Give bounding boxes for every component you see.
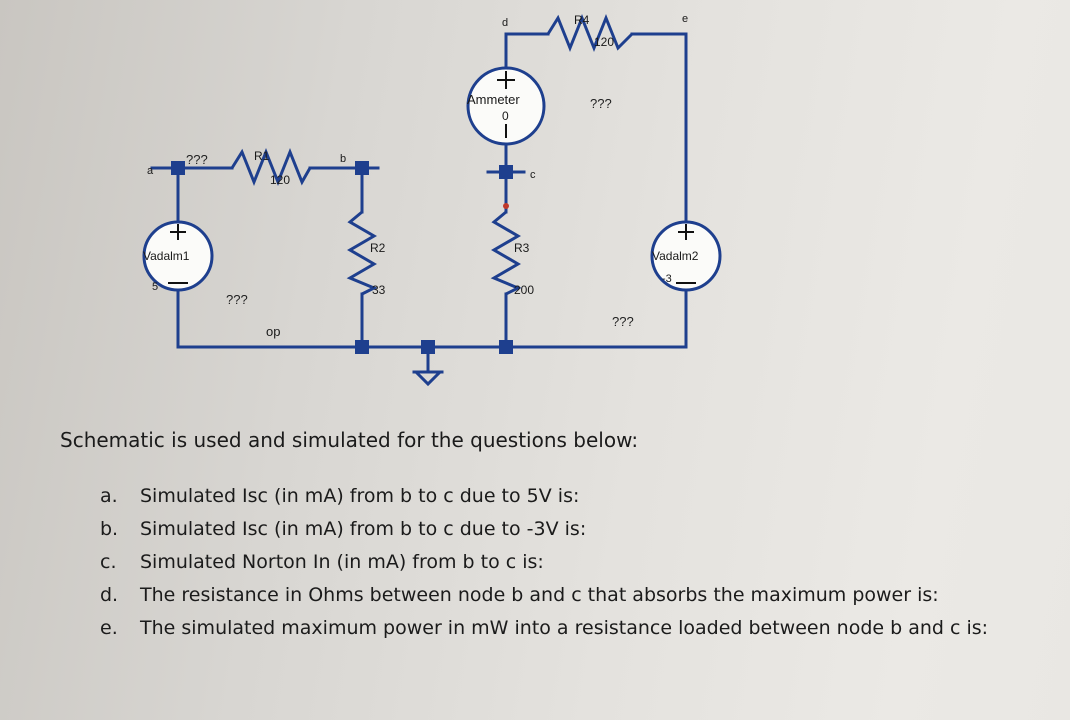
question-letter: a. [100,485,118,507]
page-heading: Schematic is used and simulated for the … [60,428,639,452]
r1-value: 120 [270,173,290,187]
node-label-b: b [340,153,346,165]
question-letter: c. [100,551,117,573]
node-ground [421,340,435,354]
question-letter: e. [100,617,118,639]
circuit-schematic: a b c d e op R1 120 R4 120 R2 33 R3 200 … [142,13,722,387]
node-label-c: c [530,169,536,181]
node-label-op: op [266,324,280,339]
r2-value: 33 [372,283,386,297]
node-a-marker [171,161,185,175]
r3-name: R3 [514,241,530,255]
r1-name: R1 [254,149,270,163]
resistor-r4 [546,13,634,53]
node-label-a: a [147,165,154,177]
list-item: c. Simulated Norton In (in mA) from b to … [100,546,988,579]
unknown-marker-1: ??? [186,152,208,167]
node-bottom-2 [499,340,513,354]
node-b-marker [355,161,369,175]
vadalm1-value: 5 [152,281,158,293]
question-text: The simulated maximum power in mW into a… [140,617,989,639]
node-label-e: e [682,13,688,25]
question-list: a. Simulated Isc (in mA) from b to c due … [100,480,988,645]
ammeter-name: Ammeter [467,92,520,107]
question-text: Simulated Isc (in mA) from b to c due to… [140,518,587,540]
voltage-source-vadalm1 [142,220,214,292]
r4-value: 120 [594,35,614,49]
unknown-marker-4: ??? [612,314,634,329]
list-item: a. Simulated Isc (in mA) from b to c due … [100,480,988,513]
vadalm2-name: Vadalm2 [652,249,699,263]
schematic-labels: a b c d e op R1 120 R4 120 R2 33 R3 200 … [143,13,699,339]
r3-value: 200 [514,283,534,297]
question-letter: b. [100,518,119,540]
question-text: The resistance in Ohms between node b an… [140,584,939,606]
list-item: d. The resistance in Ohms between node b … [100,579,988,612]
voltage-source-vadalm2 [650,220,722,292]
vadalm1-name: Vadalm1 [143,249,190,263]
question-text: Simulated Norton In (in mA) from b to c … [140,551,544,573]
resistor-r1 [230,147,312,187]
node-c-marker [499,165,513,179]
ammeter [466,66,546,146]
resistor-r3 [490,210,522,296]
vadalm2-value: -3 [662,273,672,285]
r2-name: R2 [370,241,386,255]
r4-name: R4 [574,13,590,27]
unknown-marker-2: ??? [590,96,612,111]
node-bottom-1 [355,340,369,354]
question-text: Simulated Isc (in mA) from b to c due to… [140,485,580,507]
node-markers [171,161,513,354]
ammeter-value: 0 [502,109,509,123]
unknown-marker-3: ??? [226,292,248,307]
ground-symbol [412,370,444,387]
node-label-d: d [502,17,508,29]
list-item: b. Simulated Isc (in mA) from b to c due … [100,513,988,546]
resistor-r2 [346,210,378,296]
probe-dot [503,203,509,209]
wires [150,32,688,374]
list-item: e. The simulated maximum power in mW into… [100,612,988,645]
question-letter: d. [100,584,119,606]
